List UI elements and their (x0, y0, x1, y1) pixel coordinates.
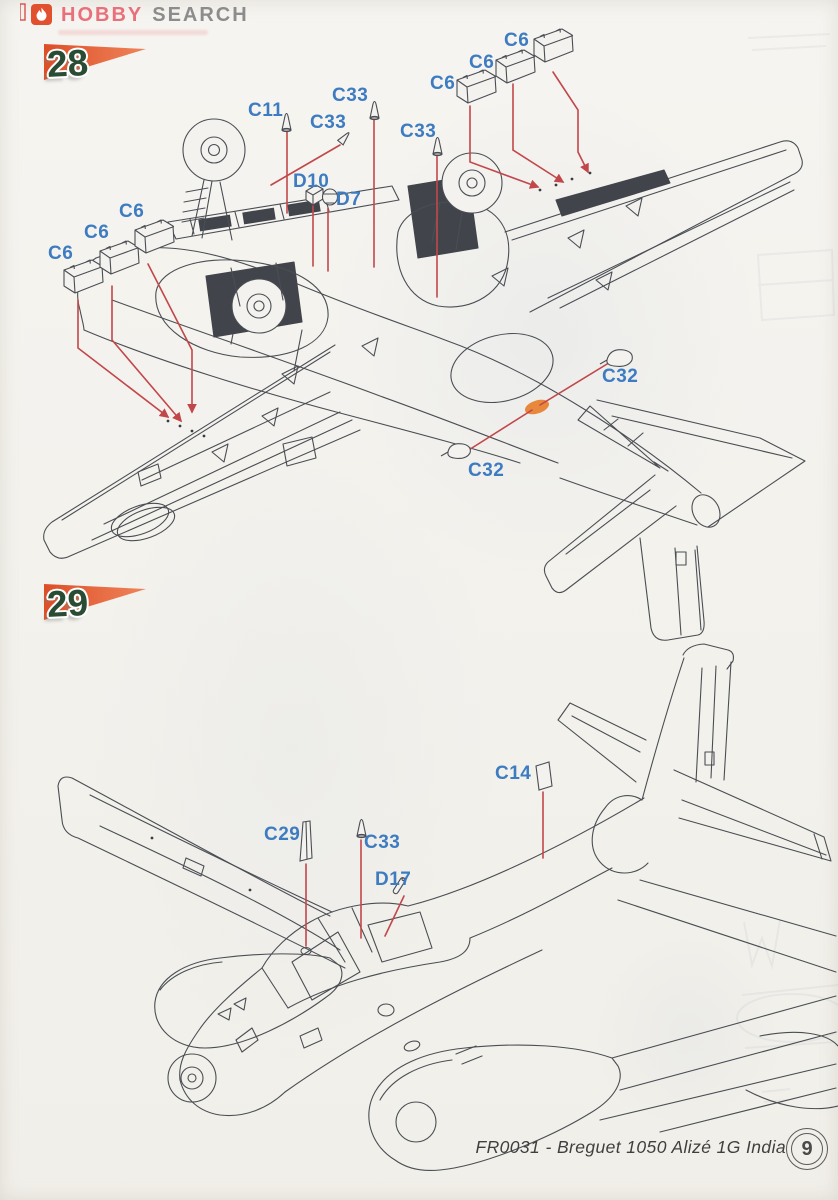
step28-aircraft-drawing (43, 118, 806, 641)
part-c33-antenna-top (369, 100, 380, 121)
part-c14-plate (535, 761, 553, 791)
part-callout-d17: D17 (375, 869, 412, 890)
part-callout-c6-right-middle: C6 (469, 52, 495, 73)
bleed-through-shapes (736, 33, 838, 1103)
part-callout-c33-mid: C33 (310, 112, 347, 133)
part-c32-blister-lower (440, 443, 471, 459)
part-c11-antenna (281, 112, 292, 133)
step-28-badge: 28 (45, 41, 90, 86)
part-c6-flap (495, 49, 536, 84)
step-29-badge: 29 (45, 581, 90, 626)
part-d7-part (321, 188, 339, 206)
step-28-badge-pennant (44, 44, 146, 80)
part-callout-c6-right-upper: C6 (504, 30, 530, 51)
part-callout-d7: D7 (336, 189, 362, 210)
step-29-badge-pennant (44, 584, 146, 620)
part-callout-c33-step29: C33 (364, 832, 401, 853)
part-c32-blister-upper (599, 349, 633, 367)
step29-aircraft-drawing (57, 643, 838, 1172)
part-callout-d10: D10 (293, 171, 330, 192)
part-callout-c14: C14 (495, 763, 532, 784)
page-number: 9 (791, 1133, 823, 1165)
brand-hobby-text: HOBBY (61, 3, 144, 26)
header-brand: HOBBY SEARCH (20, 3, 249, 27)
page-number-badge: 9 (786, 1128, 828, 1170)
part-callout-c11: C11 (248, 100, 284, 121)
part-glyphs (63, 28, 633, 895)
part-callout-c6-left-upper: C6 (119, 201, 145, 222)
part-c6-flap (533, 28, 574, 63)
leader-lines (77, 71, 613, 947)
part-callout-c6-right-lower: C6 (430, 73, 456, 94)
part-c6-flap (99, 240, 140, 275)
part-c33-antenna-mid (336, 132, 350, 146)
part-callout-c32-upper: C32 (602, 366, 639, 387)
part-d17-rod (392, 877, 406, 895)
part-callout-c6-left-middle: C6 (84, 222, 110, 243)
kit-code-text: FR0031 - Breguet 1050 Alizé 1G India (475, 1137, 786, 1157)
part-callout-c33-top: C33 (332, 85, 369, 106)
part-c6-flap (456, 69, 497, 104)
hobby-search-flame-icon (20, 3, 52, 25)
part-callout-c6-left-lower: C6 (48, 243, 74, 264)
leader-target-oval (300, 947, 312, 955)
scan-smear (58, 30, 208, 35)
part-callout-c33-right: C33 (400, 121, 437, 142)
brand-search-text: SEARCH (152, 3, 249, 26)
part-callout-c29: C29 (264, 824, 301, 845)
part-callout-c32-lower: C32 (468, 460, 505, 481)
part-c29-blade-antenna (299, 820, 313, 862)
